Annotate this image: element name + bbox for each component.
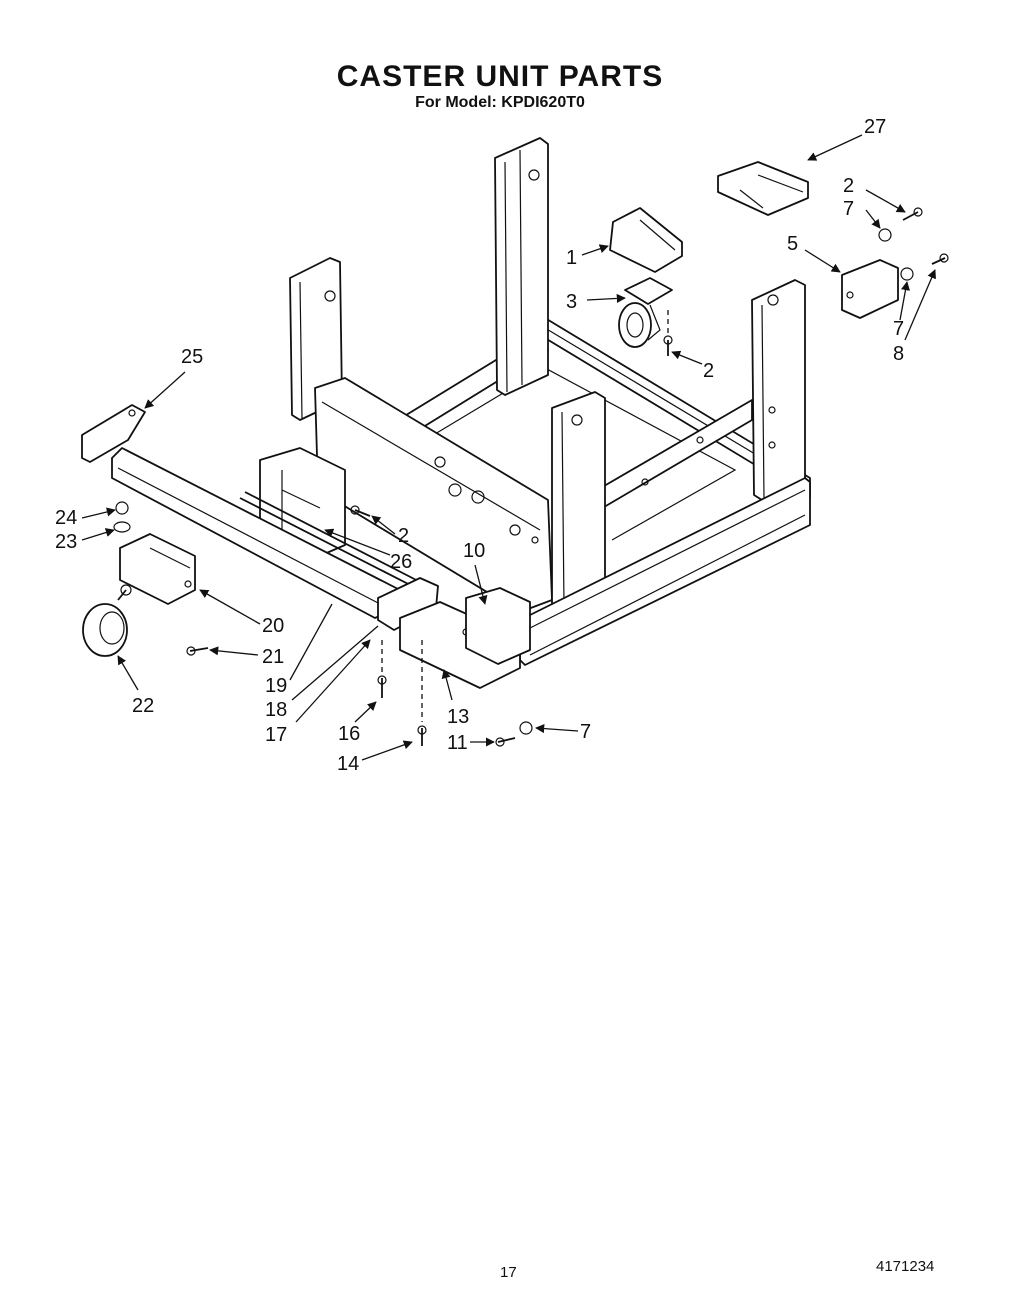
callout-17: 17 xyxy=(265,724,287,746)
screw-upper-right xyxy=(878,207,923,242)
callout-10: 10 xyxy=(463,540,485,562)
callout-21: 21 xyxy=(262,646,284,668)
screw-under-caster xyxy=(663,310,673,356)
callout-20: 20 xyxy=(262,615,284,637)
diagram-title: CASTER UNIT PARTS xyxy=(336,60,664,93)
callout-5: 5 xyxy=(787,233,798,255)
callout-18: 18 xyxy=(265,699,287,721)
washer-7-lower xyxy=(519,721,533,735)
screw-16 xyxy=(377,640,387,698)
callout-2-upper-right: 2 xyxy=(843,175,854,197)
callout-14: 14 xyxy=(337,753,359,775)
part-24-nut xyxy=(115,501,129,515)
callout-7-upper-right: 7 xyxy=(843,198,854,220)
part-23-washer xyxy=(113,521,131,533)
screw-14 xyxy=(417,640,427,746)
part-10-bracket xyxy=(465,587,531,665)
model-subtitle: For Model: KPDI620T0 xyxy=(415,94,585,111)
document-number: 4171234 xyxy=(876,1258,935,1275)
front-center-upright xyxy=(551,391,606,611)
part-5-bracket xyxy=(841,259,899,319)
callout-7-right: 7 xyxy=(893,318,904,340)
rear-right-upright xyxy=(751,279,806,501)
callout-19: 19 xyxy=(265,675,287,697)
screw-2-center xyxy=(350,505,371,517)
callout-26: 26 xyxy=(390,551,412,573)
callout-7-lower: 7 xyxy=(580,721,591,743)
callout-22: 22 xyxy=(132,695,154,717)
frame-floor xyxy=(424,367,737,541)
part-20-caster-box xyxy=(119,533,196,605)
callout-8: 8 xyxy=(893,343,904,365)
callout-13: 13 xyxy=(447,706,469,728)
screw-11 xyxy=(495,737,516,747)
rear-center-upright xyxy=(494,137,549,396)
callout-2-center: 2 xyxy=(398,525,409,547)
callout-11: 11 xyxy=(447,732,468,754)
part-1-caster-bracket xyxy=(609,207,683,273)
page-number: 17 xyxy=(500,1264,517,1281)
callout-3: 3 xyxy=(566,291,577,313)
part-27-bracket xyxy=(717,161,809,216)
callout-24: 24 xyxy=(55,507,77,529)
callout-labels: 27 2 7 1 5 3 7 8 2 25 24 23 2 26 10 20 2… xyxy=(55,116,904,775)
callout-27: 27 xyxy=(864,116,886,138)
part-26-strip xyxy=(239,491,425,591)
screw-21 xyxy=(186,646,209,656)
callout-25: 25 xyxy=(181,346,203,368)
part-22-caster-wheel xyxy=(82,584,132,657)
callout-23: 23 xyxy=(55,531,77,553)
callout-2-caster: 2 xyxy=(703,360,714,382)
callout-16: 16 xyxy=(338,723,360,745)
part-3-caster-wheel xyxy=(618,277,673,348)
callout-1: 1 xyxy=(566,247,577,269)
part-25-end-cap xyxy=(81,404,146,463)
leader-lines xyxy=(81,134,936,761)
screw-right-side xyxy=(900,253,949,281)
